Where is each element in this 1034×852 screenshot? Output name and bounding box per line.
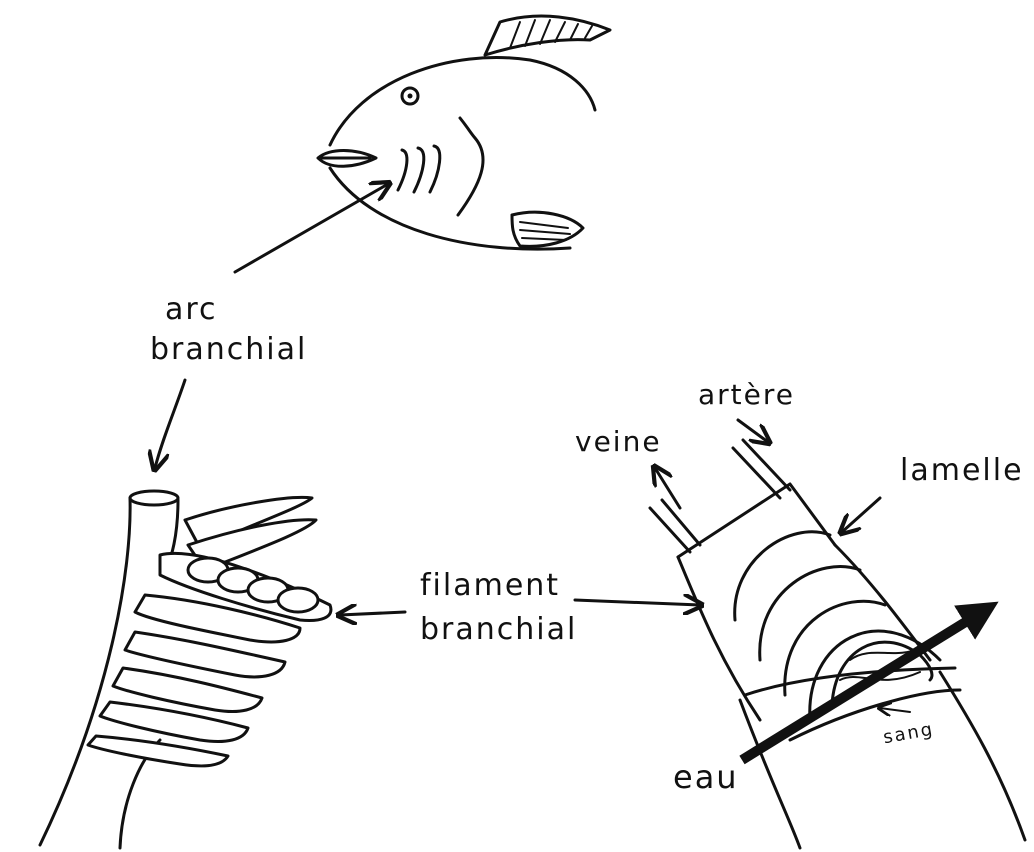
fish-dorsal-fin-rays: [510, 20, 592, 48]
fish-pupil: [408, 94, 413, 99]
vein-vessel: [650, 500, 700, 552]
lamella-arrow: [842, 498, 880, 532]
arc-arrow-to-fish: [235, 184, 388, 272]
lamella-arc: [760, 567, 860, 660]
label-veine: veine: [575, 425, 662, 458]
fish-mouth: [318, 151, 376, 167]
fish-operculum: [458, 118, 483, 215]
fish-dorsal-fin: [485, 16, 610, 55]
fish-body-outline: [330, 58, 595, 250]
arc-arrow-to-arch: [155, 380, 185, 468]
filament-arrow-left: [340, 612, 405, 615]
fish-drawing: [318, 16, 610, 249]
fish-gill-slits: [398, 146, 440, 192]
vein-arrow: [655, 468, 680, 508]
label-arc: arc: [165, 292, 218, 327]
arch-top-opening: [130, 491, 178, 505]
gill-arch-drawing: [40, 491, 331, 848]
arch-column: [40, 498, 178, 845]
filament-arrow-right: [575, 600, 700, 605]
label-branchial-arc: branchial: [150, 332, 307, 367]
label-branchial-filament: branchial: [420, 612, 577, 647]
label-artere: artère: [698, 378, 795, 411]
label-lamelle: lamelle: [900, 453, 1024, 488]
fish-pectoral-fin-rays: [520, 222, 570, 240]
label-eau: eau: [673, 758, 739, 796]
blood-arrow: [880, 708, 910, 712]
label-filament: filament: [420, 568, 560, 603]
closeup-top-cap: [678, 484, 835, 557]
lamella-arc: [735, 532, 830, 620]
closeup-left-edge: [678, 557, 800, 848]
